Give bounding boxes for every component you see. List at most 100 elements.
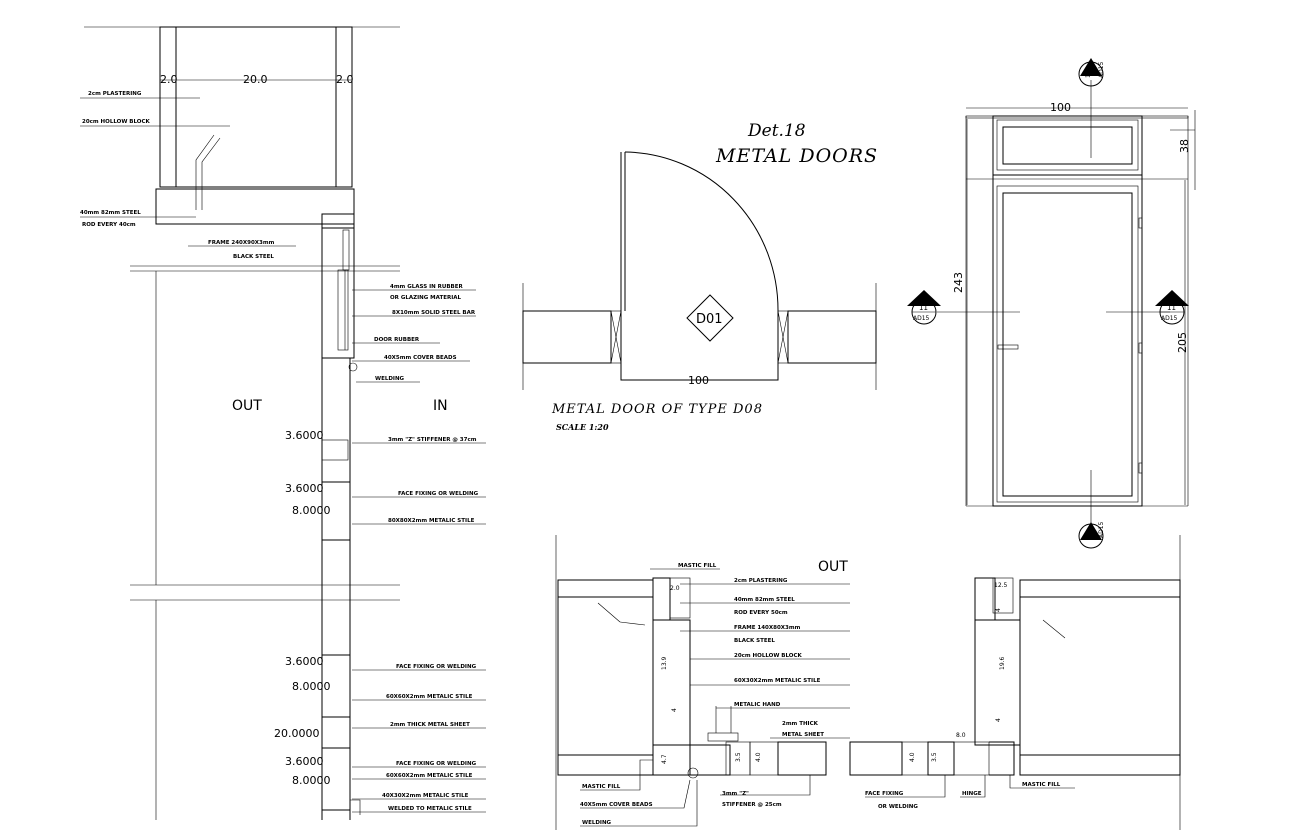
- svg-text:8.0000: 8.0000: [292, 504, 331, 517]
- section-marker-top: 12 AD15: [1078, 58, 1105, 87]
- svg-text:40mm 82mm STEEL: 40mm 82mm STEEL: [734, 597, 795, 603]
- svg-text:4.7: 4.7: [661, 754, 668, 764]
- vs-in-label: IN: [433, 398, 448, 414]
- svg-text:METALIC HAND: METALIC HAND: [734, 702, 781, 708]
- svg-text:BLACK STEEL: BLACK STEEL: [734, 638, 775, 644]
- hs-left-frame: [652, 619, 691, 746]
- vs-lintel: [155, 188, 355, 225]
- svg-text:3.5: 3.5: [931, 752, 938, 762]
- svg-text:13.9: 13.9: [661, 656, 668, 670]
- drawing-title: Det.18 METAL DOORS: [715, 121, 878, 167]
- plan-wall-left: [522, 310, 612, 364]
- svg-text:BLACK STEEL: BLACK STEEL: [233, 254, 274, 260]
- svg-text:8.0000: 8.0000: [292, 774, 331, 787]
- hs-wall-left: [557, 596, 654, 756]
- svg-text:60X30X2mm METALIC STILE: 60X30X2mm METALIC STILE: [734, 678, 821, 684]
- svg-text:FACE FIXING OR WELDING: FACE FIXING OR WELDING: [396, 761, 477, 767]
- svg-text:MASTIC FILL: MASTIC FILL: [1022, 782, 1061, 788]
- svg-text:12: 12: [1085, 70, 1092, 78]
- vs-annotations: 2cm PLASTERING 20cm HOLLOW BLOCK 40mm 82…: [80, 91, 486, 813]
- svg-text:20cm HOLLOW BLOCK: 20cm HOLLOW BLOCK: [734, 653, 803, 659]
- svg-text:4mm GLASS IN RUBBER: 4mm GLASS IN RUBBER: [390, 284, 463, 290]
- svg-text:MASTIC FILL: MASTIC FILL: [582, 784, 621, 790]
- svg-text:4.0: 4.0: [909, 752, 916, 762]
- vs-dim-left: 2.0: [160, 73, 178, 86]
- door-handle: [997, 344, 1019, 350]
- svg-text:20.0000: 20.0000: [274, 727, 320, 740]
- svg-text:AD15: AD15: [1098, 61, 1105, 78]
- svg-text:3.6000: 3.6000: [285, 655, 324, 668]
- svg-text:3mm "Z": 3mm "Z": [722, 791, 749, 797]
- svg-text:3.6000: 3.6000: [285, 429, 324, 442]
- svg-text:4.0: 4.0: [755, 752, 762, 762]
- vs-dimensions: 3.6000 3.6000 8.0000 3.6000 8.0000 20.00…: [274, 429, 331, 787]
- svg-text:FACE FIXING OR WELDING: FACE FIXING OR WELDING: [396, 664, 477, 670]
- svg-text:11: 11: [919, 304, 928, 312]
- plan-wall-right: [787, 310, 877, 364]
- svg-text:8.0: 8.0: [956, 732, 966, 739]
- svg-text:ROD EVERY 50cm: ROD EVERY 50cm: [734, 610, 788, 616]
- vs-out-label: OUT: [232, 398, 262, 414]
- svg-text:60X60X2mm METALIC STILE: 60X60X2mm METALIC STILE: [386, 694, 473, 700]
- plan-width-dim: 100: [688, 374, 709, 387]
- door-plan-view: D01 100 METAL DOOR OF TYPE D08 SCALE 1:2…: [522, 151, 877, 432]
- vertical-section: 2.0 20.0 2.0 OUT IN 3.6000 3.6000 8.0000…: [80, 26, 486, 820]
- hs-out-label: OUT: [818, 559, 848, 575]
- svg-text:METAL SHEET: METAL SHEET: [782, 732, 824, 738]
- svg-text:40X5mm COVER BEADS: 40X5mm COVER BEADS: [580, 802, 653, 808]
- svg-text:60X60X2mm METALIC STILE: 60X60X2mm METALIC STILE: [386, 773, 473, 779]
- svg-text:2cm PLASTERING: 2cm PLASTERING: [88, 91, 142, 97]
- svg-text:4: 4: [995, 608, 1002, 612]
- door-elevation: 100 38 243 205 12 AD15: [907, 58, 1196, 549]
- horizontal-section: OUT 2.0 13.9 4 4.7 3.5 4.0 4.0 3.5 8.0 1…: [555, 535, 1181, 830]
- svg-text:40X30X2mm METALIC STILE: 40X30X2mm METALIC STILE: [382, 793, 469, 799]
- svg-text:3.5: 3.5: [735, 752, 742, 762]
- section-marker-left: 11 AD15: [907, 290, 941, 325]
- title-line1: Det.18: [747, 121, 806, 141]
- svg-text:3.6000: 3.6000: [285, 755, 324, 768]
- elev-top-height: 38: [1178, 139, 1191, 153]
- hs-annotations: MASTIC FILL 2cm PLASTERING 40mm 82mm STE…: [580, 563, 1075, 827]
- svg-text:STIFFENER @ 25cm: STIFFENER @ 25cm: [722, 802, 782, 808]
- hs-handle: [707, 732, 739, 742]
- svg-text:OR GLAZING MATERIAL: OR GLAZING MATERIAL: [390, 295, 462, 301]
- section-marker-bottom: 12 AD15: [1078, 521, 1105, 549]
- hs-dimensions: 2.0 13.9 4 4.7 3.5 4.0 4.0 3.5 8.0 19.6 …: [661, 582, 1008, 764]
- svg-text:2cm PLASTERING: 2cm PLASTERING: [734, 578, 788, 584]
- door-swing-arc: [624, 151, 779, 312]
- hs-right-frame: [974, 619, 1021, 746]
- door-tag-label: D01: [696, 312, 723, 327]
- door-tag: [686, 294, 734, 342]
- svg-text:AD15: AD15: [1161, 315, 1178, 322]
- title-line2: METAL DOORS: [715, 145, 878, 167]
- vs-dim-mid: 20.0: [243, 73, 268, 86]
- svg-text:FRAME 140X80X3mm: FRAME 140X80X3mm: [734, 625, 801, 631]
- svg-text:40mm 82mm STEEL: 40mm 82mm STEEL: [80, 210, 141, 216]
- svg-text:FACE FIXING: FACE FIXING: [865, 791, 904, 797]
- svg-text:20cm HOLLOW BLOCK: 20cm HOLLOW BLOCK: [82, 119, 151, 125]
- section-marker-right: 11 AD15: [1155, 290, 1189, 325]
- svg-text:40X5mm COVER BEADS: 40X5mm COVER BEADS: [384, 355, 457, 361]
- plan-caption: METAL DOOR OF TYPE D08: [551, 402, 763, 417]
- svg-text:11: 11: [1167, 304, 1176, 312]
- svg-text:4: 4: [995, 718, 1002, 722]
- svg-text:2.0: 2.0: [670, 585, 680, 592]
- svg-text:WELDING: WELDING: [582, 820, 612, 826]
- svg-text:AD15: AD15: [1098, 521, 1105, 538]
- svg-text:12: 12: [1085, 530, 1092, 538]
- svg-text:FACE FIXING OR WELDING: FACE FIXING OR WELDING: [398, 491, 479, 497]
- svg-text:8X10mm SOLID STEEL BAR: 8X10mm SOLID STEEL BAR: [392, 310, 476, 316]
- svg-text:2mm THICK: 2mm THICK: [782, 721, 819, 727]
- svg-text:HINGE: HINGE: [962, 791, 982, 797]
- vs-dim-right: 2.0: [336, 73, 354, 86]
- svg-text:8.0000: 8.0000: [292, 680, 331, 693]
- svg-text:3mm "Z" STIFFENER @ 37cm: 3mm "Z" STIFFENER @ 37cm: [388, 437, 477, 443]
- svg-text:80X80X2mm METALIC STILE: 80X80X2mm METALIC STILE: [388, 518, 475, 524]
- svg-text:DOOR RUBBER: DOOR RUBBER: [374, 337, 420, 343]
- elev-width-dim: 100: [1050, 101, 1071, 114]
- vs-door-frame: [321, 227, 355, 359]
- svg-text:FRAME 240X90X3mm: FRAME 240X90X3mm: [208, 240, 275, 246]
- elev-total-height: 243: [952, 272, 965, 293]
- svg-text:OR WELDING: OR WELDING: [878, 804, 918, 810]
